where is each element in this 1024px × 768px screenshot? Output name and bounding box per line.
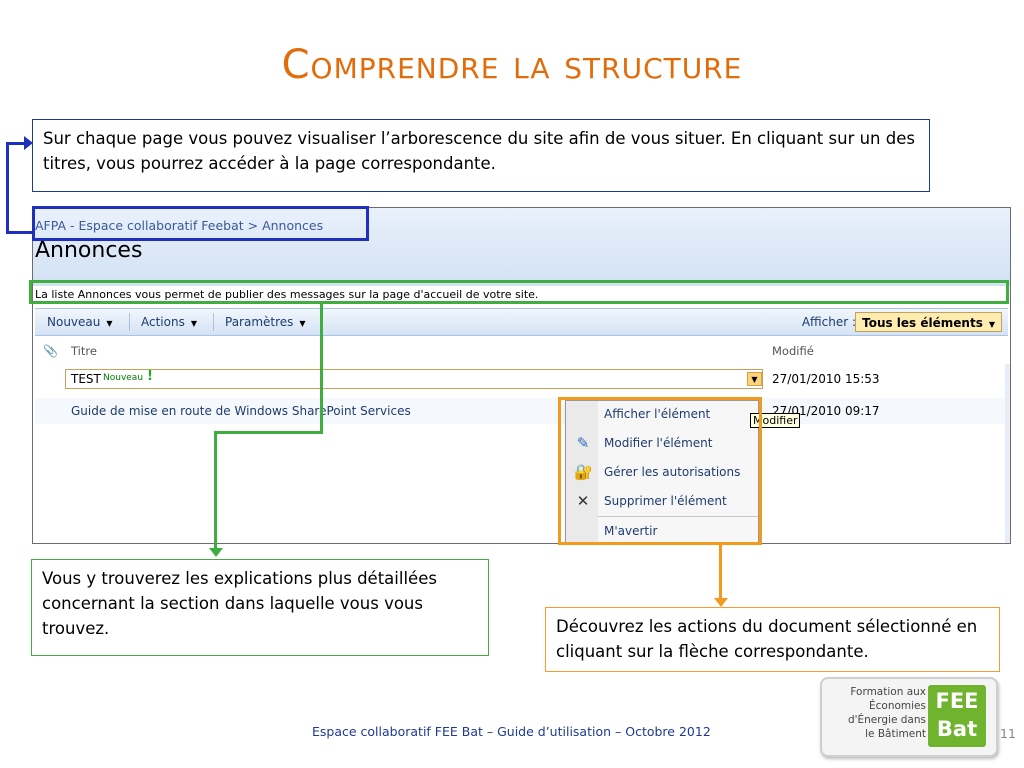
menu-item-label: Modifier l'élément	[604, 436, 713, 450]
item-menu-arrow[interactable]: ▼	[747, 372, 762, 386]
menu-item-delete[interactable]: ✕ Supprimer l'élément	[566, 488, 758, 517]
connector-line-green	[214, 431, 217, 549]
logo-badge: FEE Bat	[928, 685, 986, 747]
menu-item-label: Afficher l'élément	[604, 407, 711, 421]
menu-item-edit[interactable]: ✎ Modifier l'élément	[566, 430, 758, 459]
menu-icon-gutter	[566, 401, 598, 543]
selected-row-highlight	[65, 369, 763, 389]
slide-title-rest: omprendre la structure	[310, 42, 743, 88]
connector-line-blue	[6, 142, 26, 145]
connector-line-green	[320, 303, 323, 433]
breadcrumb-highlight-frame	[32, 206, 369, 241]
logo-badge-top: FEE	[935, 689, 979, 713]
item-title-link[interactable]: Guide de mise en route de Windows ShareP…	[71, 404, 411, 418]
actions-menu-label: Actions	[141, 315, 185, 329]
view-selector-value: Tous les éléments	[862, 316, 983, 330]
list-toolbar: Nouveau ▼ Actions ▼ Paramètres ▼ Afficher :…	[35, 308, 1008, 336]
breadcrumb[interactable]: AFPA - Espace collaboratif Feebat > Anno…	[35, 218, 324, 233]
menu-item-alert-me[interactable]: M'avertir	[566, 518, 758, 543]
settings-menu-label: Paramètres	[225, 315, 294, 329]
scrollbar[interactable]	[1005, 364, 1010, 543]
connector-arrowhead-icon	[24, 136, 33, 150]
actions-menu-button[interactable]: Actions ▼	[141, 315, 197, 329]
connector-arrowhead-icon	[209, 548, 223, 557]
menu-item-label: Supprimer l'élément	[604, 494, 727, 508]
new-exclamation-icon: !	[147, 369, 153, 384]
callout-description-explanation: Vous y trouverez les explications plus d…	[31, 559, 489, 656]
slide-number: 11	[1000, 726, 1016, 741]
menu-item-view[interactable]: Afficher l'élément	[566, 401, 758, 430]
attachment-icon: 📎	[43, 344, 58, 358]
dropdown-caret-icon: ▼	[106, 319, 113, 328]
chevron-down-icon: ▼	[751, 375, 758, 384]
context-menu-highlight-frame	[558, 397, 762, 545]
table-row[interactable]: TEST Nouveau ! ▼ 27/01/2010 15:53	[35, 366, 1008, 392]
delete-icon: ✕	[576, 492, 590, 510]
menu-item-label: M'avertir	[604, 524, 658, 538]
menu-item-label: Gérer les autorisations	[604, 465, 741, 479]
connector-line-blue	[6, 231, 34, 234]
new-menu-label: Nouveau	[47, 315, 101, 329]
edit-icon: ✎	[576, 434, 590, 452]
list-description: La liste Annonces vous permet de publier…	[35, 288, 539, 301]
new-badge: Nouveau	[103, 373, 144, 383]
toolbar-divider	[213, 313, 214, 331]
settings-menu-button[interactable]: Paramètres ▼	[225, 315, 306, 329]
logo-line: Économies	[869, 700, 926, 712]
menu-item-permissions[interactable]: 🔐 Gérer les autorisations	[566, 459, 758, 488]
feebat-logo: Formation aux Économies d'Énergie dans l…	[820, 677, 998, 757]
slide-title-initial: C	[281, 42, 311, 88]
permissions-icon: 🔐	[574, 463, 593, 481]
page-header-band	[33, 208, 1010, 286]
sharepoint-screenshot: AFPA - Espace collaboratif Feebat > Anno…	[32, 207, 1011, 544]
slide-title: Comprendre la structure	[0, 42, 1024, 88]
new-menu-button[interactable]: Nouveau ▼	[47, 315, 113, 329]
connector-line-blue	[6, 142, 9, 234]
callout-actions-explanation: Découvrez les actions du document sélect…	[545, 607, 1000, 672]
dropdown-caret-icon: ▼	[299, 319, 306, 328]
slide-footer: Espace collaboratif FEE Bat – Guide d’ut…	[312, 724, 711, 739]
dropdown-caret-icon: ▼	[988, 320, 995, 329]
table-row[interactable]: Guide de mise en route de Windows ShareP…	[35, 398, 1008, 424]
callout-breadcrumb-explanation: Sur chaque page vous pouvez visualiser l…	[32, 119, 930, 192]
item-modified-date: 27/01/2010 15:53	[772, 372, 880, 386]
tooltip: Modifier	[750, 413, 801, 428]
connector-arrowhead-icon	[714, 598, 728, 607]
item-context-menu: Afficher l'élément ✎ Modifier l'élément …	[565, 400, 759, 543]
logo-line: Formation aux	[850, 686, 926, 698]
item-title-link[interactable]: TEST	[71, 372, 101, 386]
toolbar-divider	[129, 313, 130, 331]
logo-line: le Bâtiment	[865, 728, 926, 740]
connector-line-green	[214, 431, 323, 434]
logo-line: d'Énergie dans	[847, 714, 926, 726]
view-selector[interactable]: Tous les éléments ▼	[855, 312, 1002, 332]
logo-text: Formation aux Économies d'Énergie dans l…	[848, 685, 926, 741]
column-header-row: 📎 Titre Modifié	[35, 338, 1008, 364]
column-header-modified[interactable]: Modifié	[772, 344, 814, 358]
dropdown-caret-icon: ▼	[190, 319, 197, 328]
column-header-title[interactable]: Titre	[71, 344, 97, 358]
page-title: Annonces	[35, 238, 143, 263]
description-highlight-frame	[29, 280, 1009, 304]
logo-badge-bottom: Bat	[936, 717, 978, 741]
menu-divider	[598, 516, 758, 517]
connector-line-orange	[719, 545, 722, 599]
view-label: Afficher :	[801, 315, 856, 329]
